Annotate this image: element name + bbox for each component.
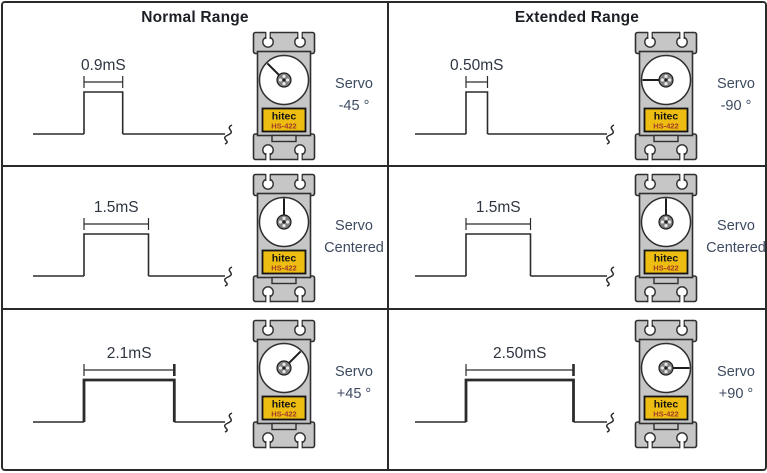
column-header-normal: Normal Range — [141, 9, 249, 26]
brand-label — [261, 249, 307, 274]
brand-name: hitec — [272, 398, 297, 410]
model-name: HS-422 — [271, 409, 296, 418]
model-name: HS-422 — [653, 122, 678, 131]
model-name: HS-422 — [653, 409, 678, 418]
pulse-width-label: 1.5mS — [476, 199, 521, 216]
pulse-path — [465, 91, 489, 134]
servo-word: Servo — [717, 217, 755, 234]
case-notch — [271, 422, 297, 430]
pulse-waveform: 1.5mS — [33, 199, 233, 287]
brand-name: hitec — [654, 398, 679, 410]
column-header-extended: Extended Range — [514, 9, 640, 26]
brand-label — [643, 395, 689, 420]
servo-angle: Centered — [324, 239, 384, 256]
servo-angle: Centered — [706, 239, 765, 256]
case-notch — [271, 134, 297, 143]
pulse-waveform: 0.9mS — [33, 57, 233, 145]
servo-word: Servo — [717, 363, 755, 380]
brand-label — [643, 249, 689, 274]
servo-word: Servo — [717, 76, 755, 93]
model-name: HS-422 — [271, 263, 296, 272]
pulse-waveform: 0.50mS — [415, 57, 615, 145]
model-name: HS-422 — [653, 263, 678, 272]
servo-angle: +90 ° — [718, 385, 754, 402]
case-notch — [653, 422, 679, 430]
pulse-path — [83, 232, 150, 276]
servo-word: Servo — [335, 217, 373, 234]
brand-name: hitec — [654, 111, 679, 123]
pulse-width-label: 2.1mS — [107, 345, 152, 362]
pulse-waveform: 2.50mS — [415, 345, 615, 433]
servo-position-label: Servo -45 ° — [322, 74, 386, 118]
servo-position-label: Servo Centered — [322, 216, 386, 260]
brand-label — [261, 395, 307, 420]
pulse-path — [82, 378, 176, 422]
pulse-waveform: 2.1mS — [33, 345, 233, 433]
servo-angle: -45 ° — [338, 98, 370, 114]
break-squiggle-icon — [223, 124, 233, 145]
pulse-width-label: 0.50mS — [450, 57, 503, 74]
model-name: HS-422 — [271, 122, 296, 131]
break-squiggle-icon — [605, 265, 615, 287]
brand-name: hitec — [272, 252, 297, 264]
servo-word: Servo — [335, 76, 373, 93]
brand-label — [643, 107, 689, 133]
servo-angle: +45 ° — [336, 385, 372, 402]
break-squiggle-icon — [223, 411, 233, 433]
servo-position-label: Servo Centered — [704, 216, 765, 260]
case-notch — [653, 276, 679, 284]
pulse-path — [465, 232, 532, 276]
break-squiggle-icon — [605, 411, 615, 433]
pulse-path — [83, 91, 124, 134]
pulse-width-label: 2.50mS — [493, 345, 546, 362]
pulse-waveform: 1.5mS — [415, 199, 615, 287]
pulse-path — [464, 378, 575, 422]
case-notch — [653, 134, 679, 143]
brand-label — [261, 107, 307, 133]
servo-word: Servo — [335, 363, 373, 380]
pulse-width-label: 1.5mS — [94, 199, 139, 216]
brand-name: hitec — [654, 252, 679, 264]
servo-position-label: Servo +90 ° — [704, 362, 765, 406]
servo-position-label: Servo +45 ° — [322, 362, 386, 406]
case-notch — [271, 276, 297, 284]
break-squiggle-icon — [605, 124, 615, 145]
brand-name: hitec — [272, 111, 297, 123]
break-squiggle-icon — [223, 265, 233, 287]
servo-angle: -90 ° — [720, 98, 752, 114]
pulse-width-label: 0.9mS — [81, 57, 126, 74]
servo-position-label: Servo -90 ° — [704, 74, 765, 118]
